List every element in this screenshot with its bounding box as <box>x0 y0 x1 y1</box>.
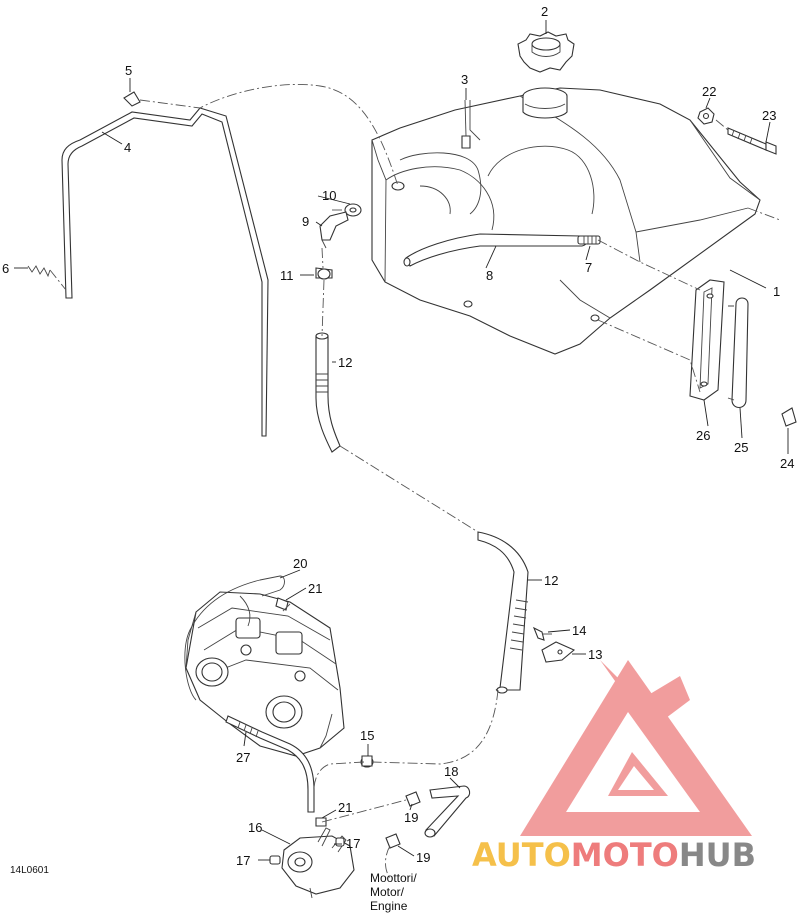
callout-26: 26 <box>696 428 710 443</box>
logo-text-auto: AUTO <box>472 836 571 874</box>
fuel-hose-12-lower <box>477 531 529 694</box>
callout-19-lower: 19 <box>416 850 430 865</box>
clamp-19-lower <box>385 833 401 849</box>
callout-20: 20 <box>293 556 307 571</box>
engine-label: Moottori/ Motor/ Engine <box>370 871 417 913</box>
fuel-hose-27 <box>225 715 315 813</box>
callout-27: 27 <box>236 750 250 765</box>
callout-2: 2 <box>541 4 548 19</box>
callout-23: 23 <box>762 108 776 123</box>
label-piece-24 <box>781 407 797 427</box>
carburetor-assembly <box>185 591 345 757</box>
rubber-pad-25 <box>727 297 749 409</box>
callout-13: 13 <box>588 647 602 662</box>
callout-16: 16 <box>248 820 262 835</box>
callout-19-upper: 19 <box>404 810 418 825</box>
clamp-21-upper <box>275 597 289 611</box>
fuel-cap <box>517 31 575 73</box>
callout-labels: 1 2 3 4 5 6 7 8 9 10 11 12 12 13 14 15 1… <box>2 4 794 868</box>
logo-text-moto: MOTO <box>571 836 679 874</box>
callout-21-lower: 21 <box>338 800 352 815</box>
callout-11: 11 <box>280 268 294 283</box>
bracket-13 <box>541 641 576 663</box>
mounting-strip-26 <box>689 279 725 401</box>
fuel-tank <box>371 87 761 355</box>
leader-lines <box>14 20 789 861</box>
fastener-14 <box>532 626 552 641</box>
bolt-23 <box>727 127 777 155</box>
diagram-code: 14L0601 <box>10 865 49 876</box>
clamp-21-lower <box>315 817 327 827</box>
watermark-logo: AUTOMOTOHUB <box>472 660 756 874</box>
callout-3: 3 <box>461 72 468 87</box>
callout-15: 15 <box>360 728 374 743</box>
vent-line-4 <box>61 107 269 437</box>
callout-4: 4 <box>124 140 131 155</box>
grommet-10 <box>344 203 362 217</box>
callout-12-lower: 12 <box>544 573 558 588</box>
vent-cap-5 <box>123 91 141 107</box>
callout-22: 22 <box>702 84 716 99</box>
engine-label-line-2: Motor/ <box>370 885 405 899</box>
fitting-7 <box>577 235 601 245</box>
callout-17-left: 17 <box>236 853 250 868</box>
callout-25: 25 <box>734 440 748 455</box>
callout-12-upper: 12 <box>338 355 352 370</box>
engine-label-line-3: Engine <box>370 899 408 913</box>
fuel-hose-12-upper <box>315 332 341 453</box>
fuel-pump-16 <box>281 827 355 899</box>
callout-21-upper: 21 <box>308 581 322 596</box>
clamp-15 <box>360 755 374 768</box>
svg-text:AUTOMOTOHUB: AUTOMOTOHUB <box>472 836 756 874</box>
screw-17-right <box>335 837 345 847</box>
callout-14: 14 <box>572 623 586 638</box>
fuel-hose-20 <box>184 575 285 701</box>
callout-18: 18 <box>444 764 458 779</box>
bracket-3 <box>461 99 471 149</box>
spring-6 <box>27 265 51 278</box>
callout-7: 7 <box>585 260 592 275</box>
callout-6: 6 <box>2 261 9 276</box>
callout-24: 24 <box>780 456 794 471</box>
clamp-19-upper <box>405 791 421 807</box>
callout-10: 10 <box>322 188 336 203</box>
screw-17-left <box>269 855 281 865</box>
callout-9: 9 <box>302 214 309 229</box>
clamp-11 <box>315 267 333 280</box>
logo-mark-icon <box>520 660 752 836</box>
elbow-fitting-9 <box>319 211 349 249</box>
callout-5: 5 <box>125 63 132 78</box>
callout-1: 1 <box>773 284 780 299</box>
callout-8: 8 <box>486 268 493 283</box>
routing-lines <box>49 83 781 879</box>
impulse-hose-18 <box>424 785 471 838</box>
callout-17-right: 17 <box>346 836 360 851</box>
engine-label-line-1: Moottori/ <box>370 871 417 885</box>
logo-text-hub: HUB <box>679 836 756 874</box>
nut-22 <box>697 107 715 125</box>
